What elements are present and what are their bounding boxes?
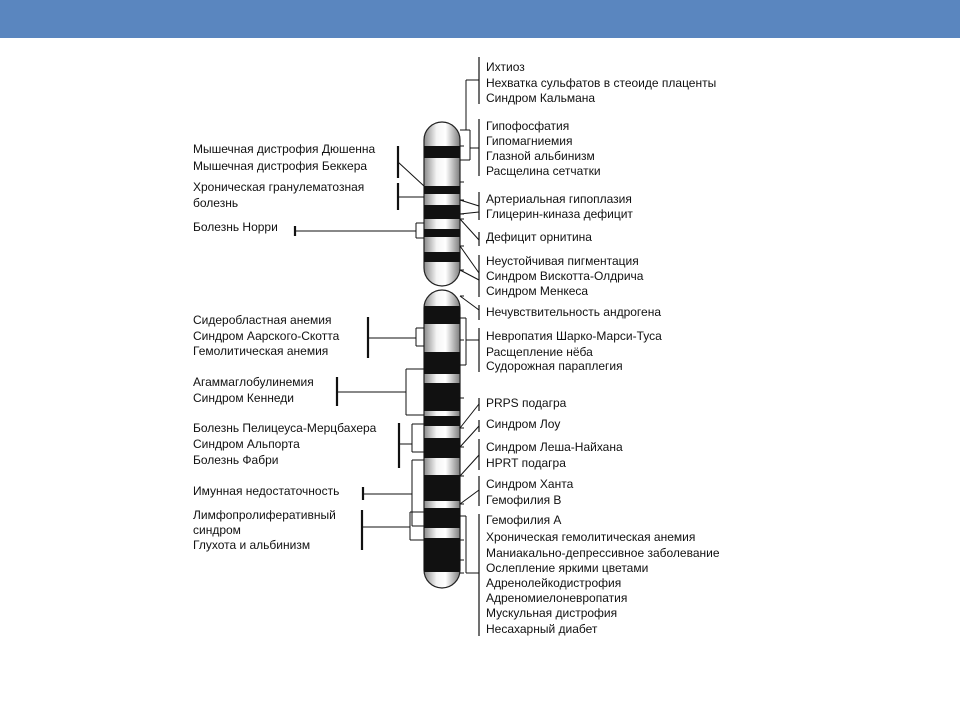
connector-line bbox=[459, 269, 480, 281]
left-disease-label: Синдром Аарского-Скотта bbox=[193, 329, 340, 343]
chromosome-band bbox=[424, 438, 460, 458]
right-disease-label: Хроническая гемолитическая анемия bbox=[486, 530, 695, 544]
connector-line bbox=[459, 489, 480, 505]
left-label-group: Хроническая гранулематозная болезнь bbox=[193, 180, 400, 210]
chromosome-band bbox=[424, 146, 460, 158]
right-disease-label: Невропатия Шарко-Марси-Туса bbox=[486, 329, 662, 343]
right-disease-label: HPRT подагра bbox=[486, 456, 566, 470]
right-label-group: Синдром Лоу bbox=[478, 417, 560, 432]
right-disease-label: Дефицит орнитина bbox=[486, 230, 592, 244]
left-disease-label: Хроническая гранулематозная bbox=[193, 180, 364, 194]
left-disease-label: Сидеробластная анемия bbox=[193, 313, 331, 327]
connector-line bbox=[459, 403, 480, 429]
right-disease-label: Синдром Лоу bbox=[486, 417, 560, 431]
right-label-group: Гемофилия А Хроническая гемолитическая ан… bbox=[478, 513, 720, 636]
connector-line bbox=[459, 454, 480, 477]
right-label-group: Дефицит орнитина bbox=[478, 230, 592, 246]
left-disease-label: Синдром Альпорта bbox=[193, 437, 300, 451]
connector-line bbox=[459, 425, 480, 448]
right-disease-label: Ихтиоз bbox=[486, 60, 525, 74]
right-disease-label: Гемофилия А bbox=[486, 513, 561, 527]
chromosome bbox=[423, 121, 461, 589]
left-disease-label: Гемолитическая анемия bbox=[193, 344, 328, 358]
chromosome-band bbox=[424, 252, 460, 262]
right-disease-label: Артериальная гипоплазия bbox=[486, 192, 632, 206]
left-disease-label: Синдром Кеннеди bbox=[193, 391, 294, 405]
left-disease-label: Болезнь Пелицеуса-Мерцбахера bbox=[193, 421, 377, 435]
left-disease-label: Мышечная дистрофия Беккера bbox=[193, 159, 367, 173]
left-disease-label: Болезнь Фабри bbox=[193, 453, 278, 467]
chromosome-band bbox=[424, 475, 460, 501]
left-disease-label: Агаммаглобулинемия bbox=[193, 375, 314, 389]
right-disease-label: Неустойчивая пигментация bbox=[486, 254, 639, 268]
right-label-group: PRPS подагра bbox=[478, 396, 567, 411]
chromosome-band bbox=[424, 186, 460, 194]
right-disease-label: Синдром Ханта bbox=[486, 477, 574, 491]
left-disease-label: Болезнь Норри bbox=[193, 220, 278, 234]
chromosome-band bbox=[424, 352, 460, 374]
connector-lines bbox=[295, 79, 480, 574]
right-disease-label: Адреномиелоневропатия bbox=[486, 591, 627, 605]
right-disease-label: Несахарный диабет bbox=[486, 622, 598, 636]
chromosome-band bbox=[424, 508, 460, 528]
right-disease-label: Гипомагниемия bbox=[486, 134, 572, 148]
right-disease-label: Глицерин-киназа дефицит bbox=[486, 207, 633, 221]
chromosome-band bbox=[424, 205, 460, 219]
chromosome-band bbox=[424, 229, 460, 237]
connector-line bbox=[459, 218, 480, 241]
right-disease-label: Ослепление яркими цветами bbox=[486, 561, 648, 575]
right-disease-label: Расщелина сетчатки bbox=[486, 164, 601, 178]
right-disease-label: Гипофосфатия bbox=[486, 119, 569, 133]
connector-line bbox=[459, 245, 480, 274]
left-disease-label: Мышечная дистрофия Дюшенна bbox=[193, 142, 376, 156]
right-disease-label: Маниакально-депрессивное заболевание bbox=[486, 546, 720, 560]
right-disease-label: Синдром Леша-Найхана bbox=[486, 440, 623, 454]
header-bar bbox=[0, 0, 960, 38]
left-disease-label: Лимфопролиферативный bbox=[193, 508, 336, 522]
right-disease-label: Судорожная параплегия bbox=[486, 359, 623, 373]
right-disease-label: Адренолейкодистрофия bbox=[486, 576, 621, 590]
chromosome-band bbox=[424, 306, 460, 324]
chromosome-p-arm bbox=[423, 121, 461, 287]
connector-line bbox=[459, 295, 480, 311]
right-disease-label: Нечувствительность андрогена bbox=[486, 305, 661, 319]
left-disease-label: синдром bbox=[193, 523, 241, 537]
right-label-group: Нечувствительность андрогена bbox=[478, 305, 661, 320]
right-disease-label: Расщепление нёба bbox=[486, 345, 593, 359]
right-disease-label: Синдром Вискотта-Олдрича bbox=[486, 269, 644, 283]
left-label-group: Имунная недостаточность bbox=[193, 484, 365, 500]
connector-line bbox=[459, 199, 480, 207]
right-disease-label: PRPS подагра bbox=[486, 396, 567, 410]
right-disease-label: Глазной альбинизм bbox=[486, 149, 595, 163]
chromosome-band bbox=[424, 416, 460, 426]
right-disease-label: Гемофилия В bbox=[486, 493, 561, 507]
chromosome-band bbox=[424, 383, 460, 411]
connector-line bbox=[397, 161, 425, 187]
left-label-group: Болезнь Норри bbox=[193, 220, 297, 236]
right-disease-label: Мускульная дистрофия bbox=[486, 606, 617, 620]
left-disease-label: болезнь bbox=[193, 196, 238, 210]
right-disease-label: Нехватка сульфатов в стеоиде плаценты bbox=[486, 76, 716, 90]
left-disease-label: Глухота и альбинизм bbox=[193, 538, 310, 552]
right-disease-label: Синдром Кальмана bbox=[486, 91, 595, 105]
chromosome-band bbox=[424, 538, 460, 572]
right-disease-label: Синдром Менкеса bbox=[486, 284, 588, 298]
left-disease-label: Имунная недостаточность bbox=[193, 484, 339, 498]
